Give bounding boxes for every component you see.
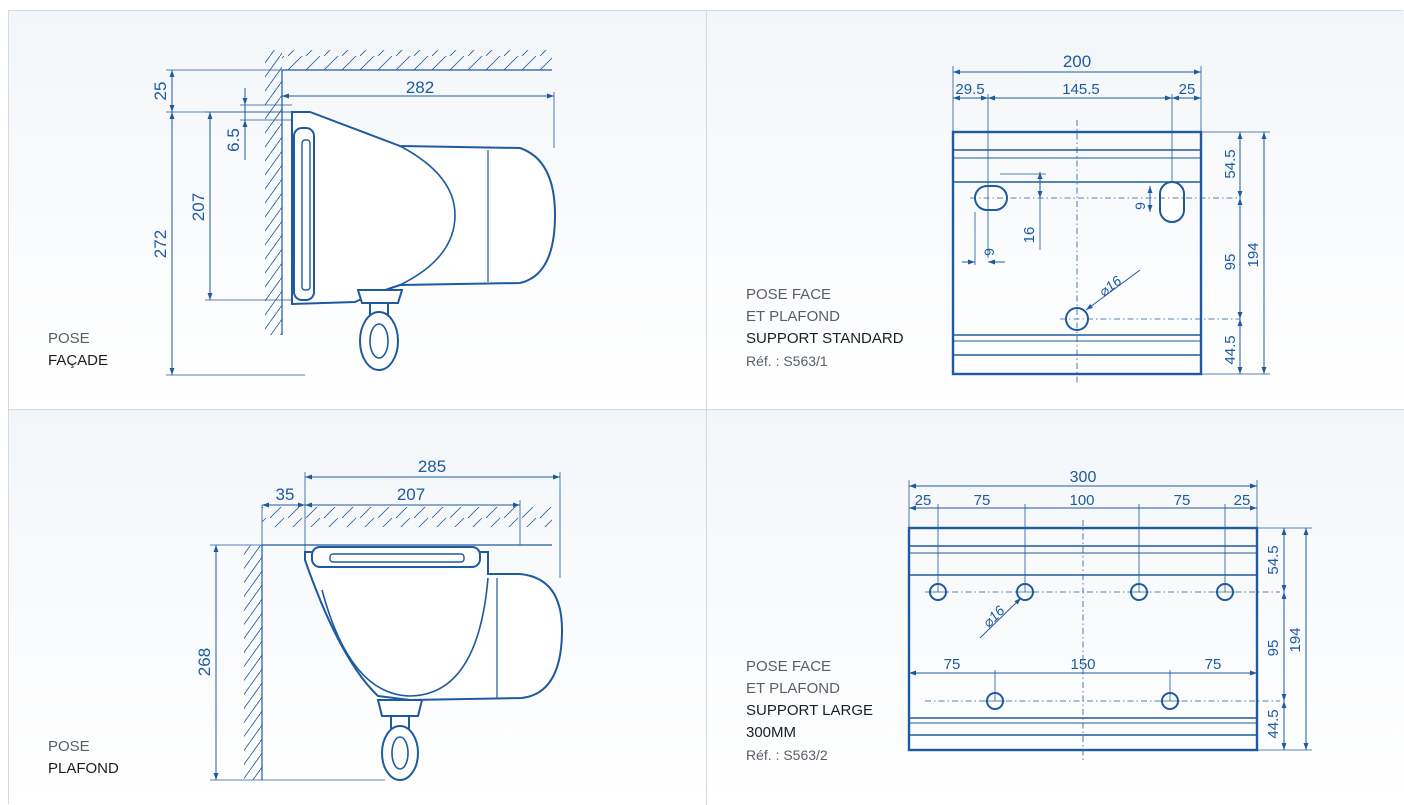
dim-std-25: 25	[1179, 81, 1196, 98]
caption-std-line3: SUPPORT STANDARD	[746, 330, 904, 347]
drawing-plafond: 285 35 207 268	[195, 457, 564, 781]
dim-std-9-slot: 9	[1132, 202, 1148, 210]
dim-large-54-5: 54.5	[1265, 545, 1282, 574]
dim-large-300: 300	[1070, 469, 1097, 486]
reel-device-top	[304, 546, 564, 781]
dim-large-25-right: 25	[1234, 492, 1251, 509]
dim-std-44-5: 44.5	[1222, 335, 1239, 364]
caption-plafond-line2: PLAFOND	[48, 760, 119, 777]
dim-plafond-207: 207	[397, 485, 425, 504]
caption-support-standard: POSE FACE ET PLAFOND SUPPORT STANDARD Ré…	[746, 284, 904, 372]
dim-std-200: 200	[1063, 52, 1091, 71]
dim-large-194: 194	[1287, 627, 1304, 652]
dim-plafond-35: 35	[276, 485, 295, 504]
wall-hatch-2	[244, 545, 262, 780]
slot-right	[1159, 181, 1185, 223]
caption-large-line2: ET PLAFOND	[746, 680, 840, 697]
caption-std-line2: ET PLAFOND	[746, 308, 840, 325]
dim-large-44-5: 44.5	[1265, 709, 1282, 738]
caption-large-line4: 300MM	[746, 724, 797, 741]
drawing-support-standard: 200 29.5 145.5 25 54.5 95 44.5 194 16	[951, 52, 1270, 385]
dim-facade-282: 282	[406, 78, 434, 97]
caption-plafond: POSE PLAFOND	[48, 736, 119, 780]
dim-plafond-268: 268	[195, 648, 214, 676]
panel-support-standard	[707, 10, 1404, 409]
plate-standard	[951, 130, 1203, 376]
dim-std-phi16: ⌀16	[1096, 272, 1125, 300]
holes-large	[928, 583, 1235, 710]
dim-facade-272: 272	[151, 230, 170, 258]
wall-hatch	[265, 50, 282, 335]
dim-large-25-left: 25	[915, 492, 932, 509]
caption-plafond-line1: POSE	[48, 738, 90, 755]
dim-large-95: 95	[1265, 640, 1282, 657]
dim-plafond-285: 285	[418, 457, 446, 476]
dim-large-75-lower-left: 75	[944, 656, 961, 673]
dim-large-75-right: 75	[1174, 492, 1191, 509]
dim-std-194: 194	[1245, 242, 1262, 267]
dim-facade-25: 25	[151, 82, 170, 101]
dim-std-29-5: 29.5	[955, 81, 984, 98]
caption-std-ref: Réf. : S563/1	[746, 353, 828, 369]
panel-support-large	[707, 410, 1404, 805]
dim-large-phi16: ⌀16	[979, 602, 1007, 630]
dim-large-150: 150	[1070, 656, 1095, 673]
caption-support-large: POSE FACE ET PLAFOND SUPPORT LARGE 300MM…	[746, 656, 873, 766]
drawing-support-large: 300 25 75 100 75 25 75 150 75 ⌀16	[907, 469, 1312, 760]
caption-facade: POSE FAÇADE	[48, 328, 108, 372]
vertical-divider	[706, 10, 707, 805]
dim-std-54-5: 54.5	[1222, 149, 1239, 178]
caption-large-ref: Réf. : S563/2	[746, 747, 828, 763]
dim-facade-207: 207	[189, 193, 208, 221]
caption-std-line1: POSE FACE	[746, 286, 832, 303]
dim-std-145-5: 145.5	[1062, 81, 1100, 98]
caption-facade-line2: FAÇADE	[48, 352, 109, 369]
caption-facade-line1: POSE	[48, 330, 90, 347]
dim-large-75-lower-right: 75	[1205, 656, 1222, 673]
ceiling-hatch	[282, 50, 552, 70]
caption-large-line3: SUPPORT LARGE	[746, 702, 873, 719]
dim-large-100: 100	[1069, 492, 1094, 509]
ceiling-hatch-2	[262, 507, 552, 527]
dim-std-95: 95	[1222, 254, 1239, 271]
dim-std-16: 16	[1021, 227, 1038, 244]
caption-large-line1: POSE FACE	[746, 658, 832, 675]
dim-facade-6-5: 6.5	[224, 128, 243, 152]
drawing-facade: 282 25 272 207 6.5	[151, 50, 557, 376]
dim-std-9-width: 9	[981, 248, 997, 256]
horizontal-divider	[8, 409, 1404, 410]
reel-device-side	[291, 111, 557, 371]
dim-large-75-left: 75	[974, 492, 991, 509]
